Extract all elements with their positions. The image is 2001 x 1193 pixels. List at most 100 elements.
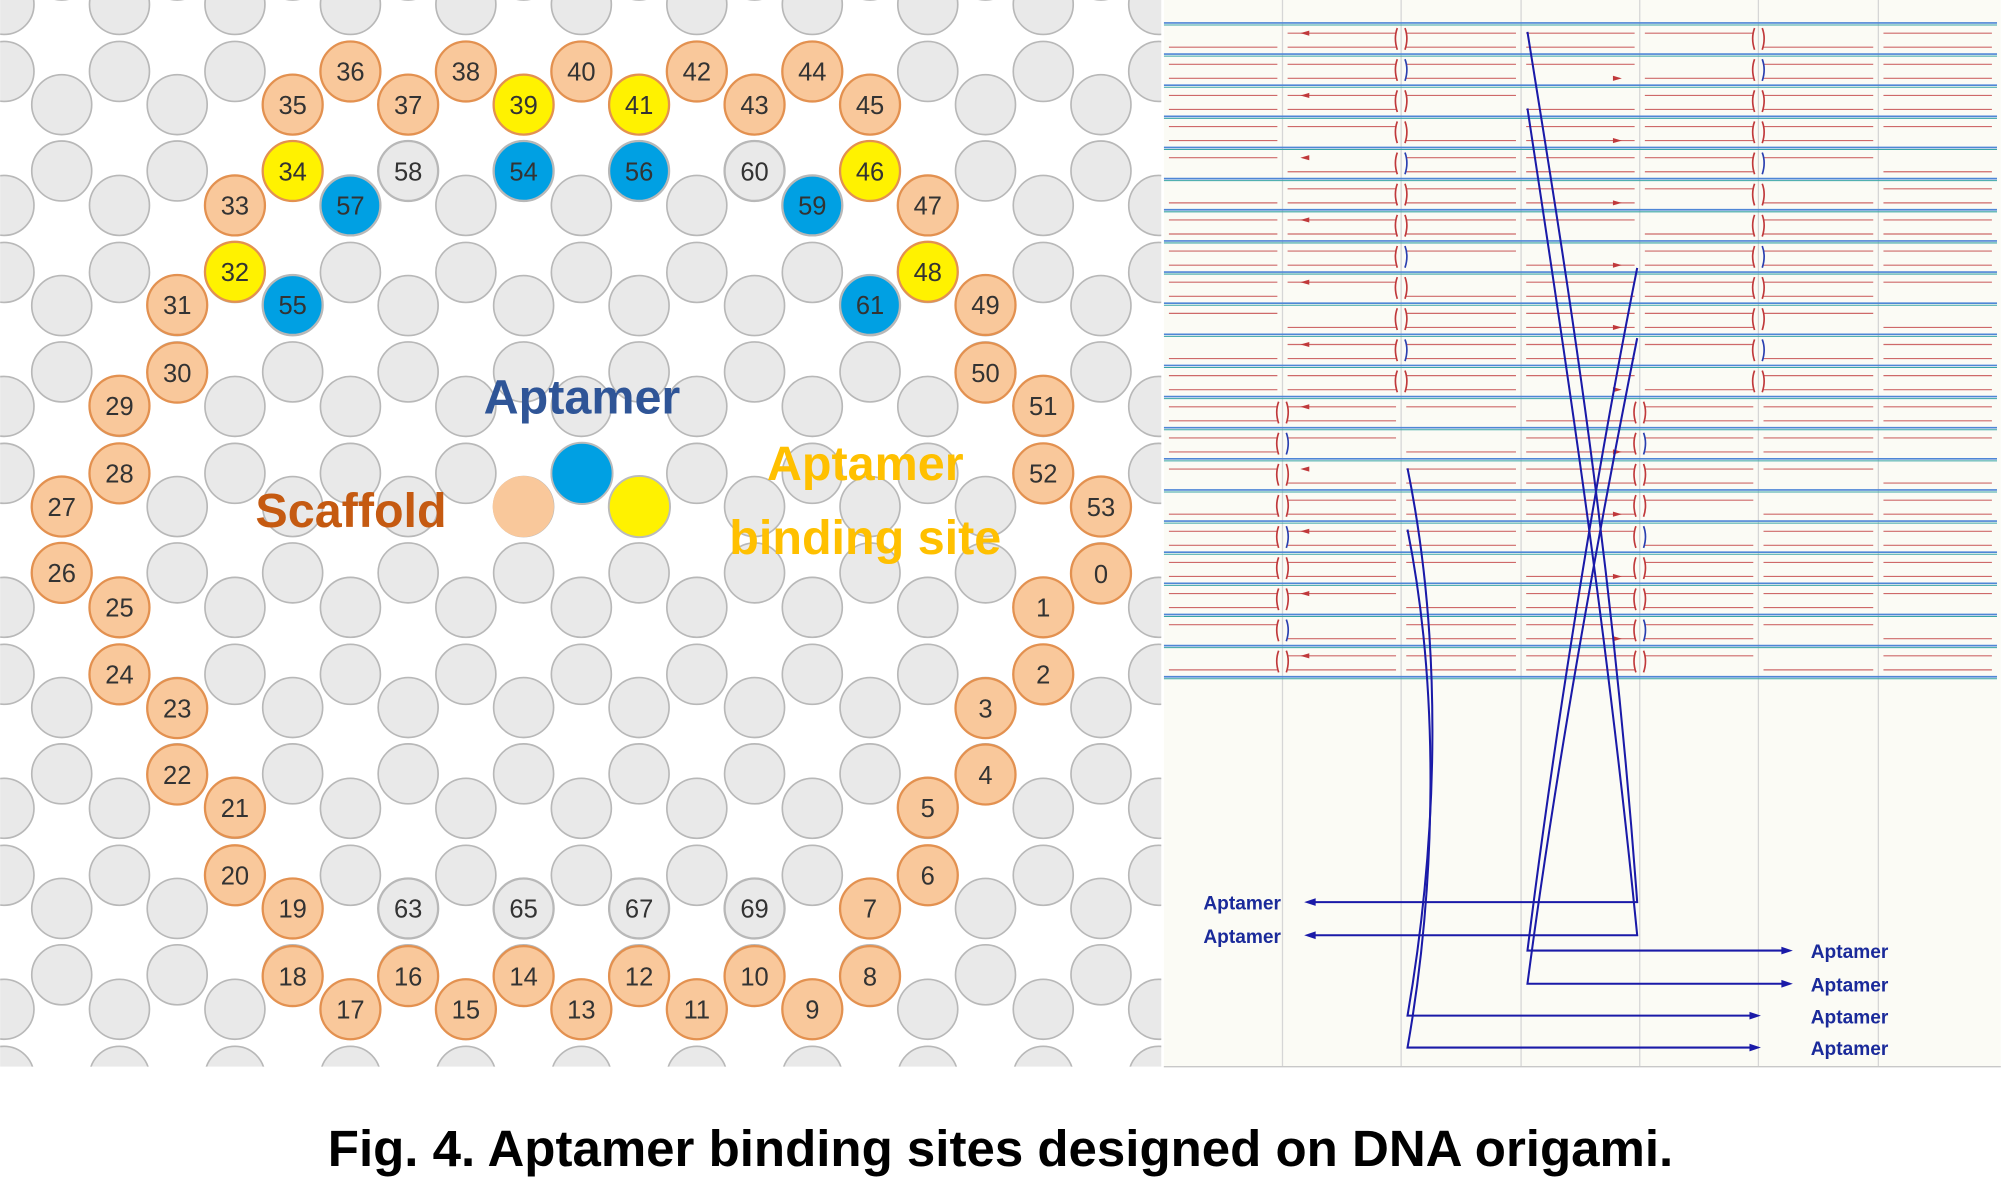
empty-helix-circle [146, 542, 209, 604]
empty-helix-circle [1070, 140, 1132, 202]
binding-helix: 39 [492, 73, 555, 136]
helix-number: 67 [625, 896, 653, 924]
crossover-bracket [1751, 370, 1756, 393]
helix-number: 53 [1087, 494, 1115, 522]
helix-number: 48 [914, 259, 942, 287]
crossover-bracket [1642, 557, 1647, 580]
helix-row [1163, 146, 1998, 175]
staple-arrow-icon [1612, 200, 1622, 206]
crossover-bracket [1404, 152, 1408, 175]
empty-helix-circle [608, 274, 670, 337]
scaffold-helix-circle [781, 978, 844, 1041]
empty-helix-circle [319, 442, 382, 505]
binding-helix: 34 [261, 139, 324, 203]
crossover-bracket [1275, 588, 1280, 611]
helix-number: 44 [798, 59, 826, 87]
crossover-bracket [1633, 463, 1637, 486]
crossover-bracket [1761, 90, 1765, 113]
crossover-bracket [1404, 307, 1408, 331]
aptamer-helix-circle [492, 139, 555, 203]
staple-arrow-icon [1612, 511, 1622, 517]
scaffold-helix: 37 [377, 73, 440, 136]
crossover-bracket [1633, 619, 1637, 642]
helix-number: 34 [278, 158, 306, 186]
staple-arrow-icon [1300, 30, 1310, 36]
helix-number: 12 [625, 963, 653, 991]
scaffold-helix: 30 [146, 341, 209, 404]
empty-helix-circle [954, 73, 1017, 136]
scaffold-helix-circle [1012, 576, 1075, 639]
empty-helix-circle [30, 73, 93, 136]
labeled-helices: 0123456789101112131415161718192021222324… [30, 40, 1133, 1041]
empty-helix-circle [146, 877, 209, 940]
empty-helix-circle [1070, 743, 1132, 805]
scaffold-helix: 5 [896, 776, 959, 839]
helix-row [1163, 22, 1998, 51]
scaffold-helix-circle [954, 341, 1017, 404]
crossover-bracket [1394, 58, 1399, 82]
scaffold-helix: 28 [88, 442, 151, 505]
helix-number: 40 [567, 59, 595, 87]
empty-helix-circle [319, 844, 382, 907]
scaffold-helix: 7 [838, 877, 902, 940]
staple-arrow-icon [1300, 341, 1310, 348]
aptamer-label-left: Aptamer [1203, 927, 1281, 948]
figure-caption: Fig. 4. Aptamer binding sites designed o… [328, 1120, 1673, 1177]
empty-helix-circle [666, 576, 728, 639]
empty-helix-circle [1012, 844, 1075, 907]
empty-helix-circle [839, 743, 901, 805]
empty-helix-circle [781, 844, 844, 907]
aptamer-helix: 56 [607, 139, 671, 203]
binding-helix-circle [492, 73, 555, 136]
crossover-bracket [1633, 401, 1637, 424]
aptamer-label-right: Aptamer [1811, 1007, 1889, 1028]
binding-helix: 48 [896, 240, 959, 303]
empty-helix-circle [1127, 576, 1162, 639]
crossover-bracket [1285, 557, 1290, 580]
scaffold-helix-circle [838, 944, 902, 1008]
crossover-bracket [1404, 27, 1408, 51]
empty-helix-circle [30, 676, 93, 739]
crossover-bracket [1751, 339, 1756, 362]
crossover-bracket [1285, 494, 1290, 518]
scaffold-helix: 38 [434, 40, 498, 103]
scaffold-helix-circle [30, 475, 93, 538]
scaffold-helix-circle [30, 541, 93, 605]
crossover-bracket [1285, 463, 1290, 486]
empty-helix-circle [1012, 978, 1075, 1041]
helix-row [1163, 613, 1998, 642]
helix-number: 31 [163, 292, 191, 320]
crossover-bracket [1751, 27, 1756, 51]
empty-helix-circle [146, 140, 209, 202]
staple-arrow-icon [1300, 466, 1310, 472]
empty-helix-circle [954, 944, 1017, 1006]
empty-helix-circle [435, 643, 497, 706]
empty-helix-circle [608, 341, 670, 403]
empty-helix-circle [1127, 375, 1162, 438]
helix-number: 35 [278, 92, 306, 120]
helix-number: 1 [1036, 595, 1050, 623]
helix-number: 57 [336, 193, 364, 221]
helix-row [1163, 333, 1998, 362]
crossover-bracket [1751, 245, 1756, 268]
helix-number: 7 [863, 896, 877, 924]
empty-helix-circle [723, 475, 786, 538]
crossover-bracket [1404, 121, 1408, 144]
helix-number: 38 [452, 59, 480, 87]
empty-helix-circle [550, 0, 613, 36]
scaffold-helix-circle [550, 978, 613, 1041]
empty-helix-circle [30, 944, 93, 1006]
legend-scaffold-circle [492, 475, 554, 538]
crossover-bracket [1633, 494, 1637, 518]
staple-arrow-icon [1612, 138, 1622, 144]
empty-helix-circle [1070, 877, 1132, 940]
aptamer-helix: 61 [838, 273, 902, 337]
binding-helix: 46 [838, 139, 902, 203]
scaffold-helix-circle [146, 341, 209, 404]
helix-number: 14 [509, 963, 537, 991]
empty-helix-circle [204, 643, 266, 706]
aptamer-label-right: Aptamer [1811, 1039, 1889, 1060]
helix-number: 52 [1029, 461, 1057, 489]
empty-helix-circle [723, 274, 786, 337]
aptamer-labels: Aptamer Aptamer Aptamer Aptamer Aptamer … [1203, 894, 1888, 1060]
